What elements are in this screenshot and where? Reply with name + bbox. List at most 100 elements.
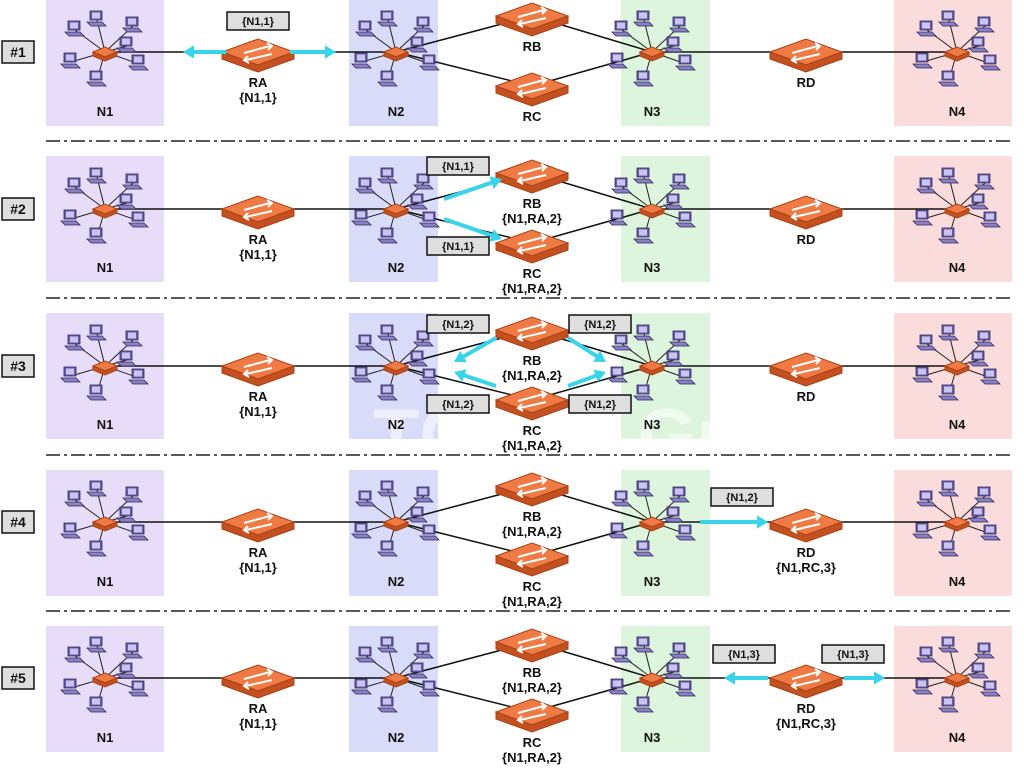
network-n1-label: N1	[97, 574, 114, 589]
router-ra-label: RA	[249, 232, 268, 247]
step-label: #2	[1, 197, 35, 221]
network-n4-label: N4	[949, 730, 966, 745]
router-rb-icon	[495, 316, 569, 351]
rip-message-box: {N1,1}	[426, 156, 490, 176]
router-rc-label: RC	[523, 735, 542, 750]
arrow-rb-to-n3	[566, 336, 606, 362]
router-rd-label: RD	[797, 545, 816, 560]
arrow-rd-to-n4	[844, 671, 885, 685]
router-ra-table: {N1,1}	[239, 404, 277, 419]
router-rd-icon	[769, 664, 843, 699]
step-label: #1	[1, 40, 35, 64]
router-rc-label: RC	[523, 423, 542, 438]
step-number: #2	[10, 201, 26, 217]
step-separators	[46, 140, 1012, 612]
rip-message-box: {N1,1}	[426, 236, 490, 256]
router-ra-label: RA	[249, 545, 268, 560]
router-rd-icon	[769, 508, 843, 543]
arrow-rb-to-n2	[454, 336, 497, 363]
arrow-rd-to-n3	[724, 671, 768, 685]
router-rd-label: RD	[797, 389, 816, 404]
router-rc-table: {N1,RA,2}	[502, 594, 562, 609]
arrow-ra-to-n1	[183, 45, 226, 59]
step-label: #5	[1, 666, 35, 690]
rip-message-box: {N1,2}	[710, 487, 774, 507]
rip-message-box: {N1,3}	[712, 644, 776, 664]
arrow-n2-to-rb	[443, 176, 502, 201]
network-n1-label: N1	[97, 417, 114, 432]
router-ra-table: {N1,1}	[239, 560, 277, 575]
network-n3-label: N3	[644, 104, 661, 119]
router-rb-table: {N1,RA,2}	[502, 524, 562, 539]
router-ra-label: RA	[249, 75, 268, 90]
router-rd-label: RD	[797, 75, 816, 90]
router-ra-icon	[221, 508, 295, 543]
network-n2-label: N2	[388, 260, 405, 275]
network-n4-label: N4	[949, 104, 966, 119]
rip-message-text: {N1,2}	[726, 492, 759, 504]
router-rc-icon	[495, 542, 569, 577]
router-rb-icon	[495, 159, 569, 194]
router-ra-label: RA	[249, 701, 268, 716]
router-rd-label: RD	[797, 701, 816, 716]
network-n3-band	[621, 626, 710, 752]
step-number: #4	[10, 514, 26, 530]
network-n2-label: N2	[388, 574, 405, 589]
network-link	[395, 677, 533, 713]
router-rb-table: {N1,RA,2}	[502, 368, 562, 383]
network-link	[395, 521, 533, 557]
router-rd-icon	[769, 352, 843, 387]
arrow-ra-to-n2	[290, 45, 336, 59]
router-ra-icon	[221, 38, 295, 73]
rip-message-box: {N1,2}	[568, 394, 632, 414]
arrow-n3-to-rd	[700, 515, 768, 529]
network-n3-label: N3	[644, 574, 661, 589]
network-n4-label: N4	[949, 260, 966, 275]
step-number: #3	[10, 358, 26, 374]
network-link	[395, 365, 533, 401]
network-link	[395, 51, 533, 87]
network-n3-label: N3	[644, 730, 661, 745]
router-rd-icon	[769, 195, 843, 230]
router-rd-table: {N1,RC,3}	[776, 716, 836, 731]
update-arrows	[700, 515, 768, 529]
rip-message-text: {N1,1}	[242, 16, 275, 28]
network-n2-label: N2	[388, 104, 405, 119]
router-rc-table: {N1,RA,2}	[502, 281, 562, 296]
rip-message-text: {N1,2}	[584, 399, 617, 411]
rip-message-box: {N1,2}	[568, 314, 632, 334]
network-n1-label: N1	[97, 260, 114, 275]
router-ra-table: {N1,1}	[239, 716, 277, 731]
router-ra-table: {N1,1}	[239, 90, 277, 105]
rip-message-text: {N1,2}	[442, 319, 475, 331]
step-label: #4	[1, 510, 35, 534]
rip-message-text: {N1,1}	[442, 241, 475, 253]
update-arrows	[443, 176, 502, 242]
network-n2-label: N2	[388, 730, 405, 745]
network-n4-label: N4	[949, 574, 966, 589]
rip-message-box: {N1,3}	[821, 644, 885, 664]
router-ra-icon	[221, 664, 295, 699]
arrow-rc-to-n2	[454, 369, 497, 388]
router-rc-label: RC	[523, 579, 542, 594]
update-arrows	[183, 45, 336, 59]
network-n1-label: N1	[97, 730, 114, 745]
arrow-rc-to-n3	[567, 369, 606, 388]
rip-message-box: {N1,2}	[426, 314, 490, 334]
network-n2-label: N2	[388, 417, 405, 432]
router-rc-icon	[495, 72, 569, 107]
router-rd-table: {N1,RC,3}	[776, 560, 836, 575]
router-rd-label: RD	[797, 232, 816, 247]
step-number: #5	[10, 670, 26, 686]
network-n4-label: N4	[949, 417, 966, 432]
rip-message-box: {N1,1}	[226, 11, 290, 31]
router-ra-icon	[221, 195, 295, 230]
network-n3-band	[621, 313, 710, 439]
rip-message-text: {N1,3}	[837, 649, 870, 661]
router-ra-label: RA	[249, 389, 268, 404]
rip-message-box: {N1,2}	[426, 394, 490, 414]
router-rc-table: {N1,RA,2}	[502, 438, 562, 453]
network-n3-band	[621, 156, 710, 282]
